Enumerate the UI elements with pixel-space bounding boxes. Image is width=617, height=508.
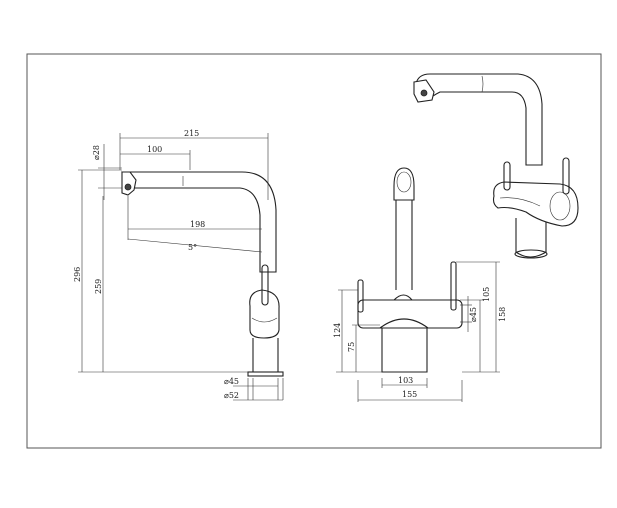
side-dim-d28: ⌀28 xyxy=(92,145,101,160)
side-spout xyxy=(121,171,277,273)
front-lever-right xyxy=(450,261,457,311)
front-view: 124 75 105 158 ⌀45 103 155 xyxy=(333,167,507,402)
persp-lever-right xyxy=(562,157,570,195)
side-aerator-head xyxy=(121,171,137,196)
side-view: 215 100 198 5° ⌀28 296 259 ⌀45 ⌀52 xyxy=(73,129,284,401)
side-base xyxy=(252,338,279,373)
side-dim-259: 259 xyxy=(94,279,103,294)
front-body-neck xyxy=(393,294,413,301)
front-dim-75: 75 xyxy=(347,342,356,352)
side-dim-100: 100 xyxy=(147,145,162,154)
front-base xyxy=(381,328,428,373)
side-dim-d52: ⌀52 xyxy=(224,391,239,400)
persp-spout xyxy=(415,73,543,166)
side-dim-296: 296 xyxy=(73,267,82,282)
front-cross-body xyxy=(357,299,463,329)
persp-spout-seam xyxy=(481,75,484,93)
side-body xyxy=(249,289,280,339)
persp-body xyxy=(492,181,579,227)
front-lever-left xyxy=(357,279,364,313)
front-spout-column xyxy=(395,200,413,290)
front-spout-head xyxy=(393,167,415,201)
front-body-arch xyxy=(379,318,429,329)
front-dimension-lines xyxy=(336,261,500,402)
side-dim-215: 215 xyxy=(184,129,199,138)
side-body-seam xyxy=(251,317,278,323)
persp-body-cap xyxy=(549,191,571,221)
front-dim-d45: ⌀45 xyxy=(469,307,478,322)
front-dim-105: 105 xyxy=(482,287,491,302)
persp-body-seam xyxy=(499,197,541,207)
persp-aerator-nozzle xyxy=(420,89,428,97)
side-lever xyxy=(261,264,269,306)
side-base-plate xyxy=(247,371,284,377)
side-dim-d45: ⌀45 xyxy=(224,377,239,386)
persp-base-ring xyxy=(514,249,548,259)
front-dim-124: 124 xyxy=(333,323,342,338)
drawing-border xyxy=(26,53,602,449)
persp-lever-left xyxy=(503,161,511,191)
side-aerator-nozzle xyxy=(124,183,132,191)
front-dim-158: 158 xyxy=(498,307,507,322)
side-dimension-lines xyxy=(78,133,284,401)
side-dim-198: 198 xyxy=(190,220,205,229)
front-dim-103: 103 xyxy=(398,376,413,385)
front-aerator xyxy=(396,171,412,193)
front-dim-155: 155 xyxy=(402,390,417,399)
side-dim-5deg: 5° xyxy=(188,243,197,252)
perspective-view xyxy=(413,73,579,259)
